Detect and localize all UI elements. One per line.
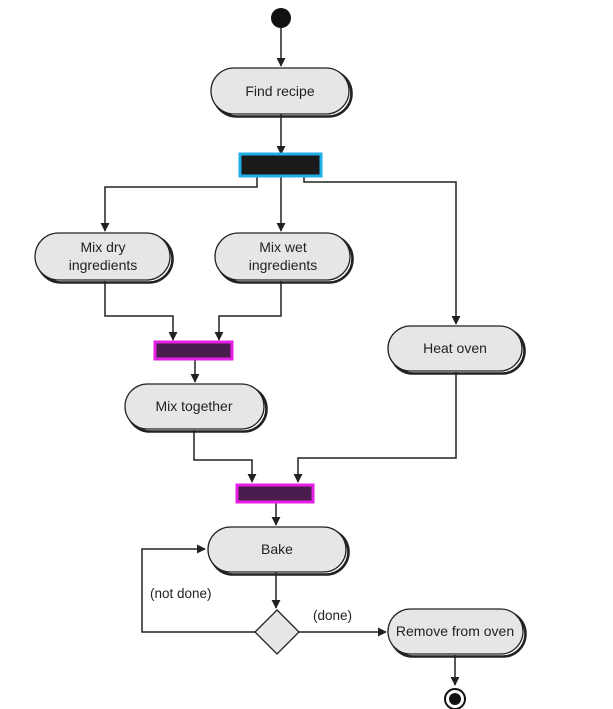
guard-not-done: (not done) [150,586,212,601]
decision-node [254,609,300,655]
control-flows [100,28,461,686]
flow-mix-wet-to-join [214,281,282,341]
activity-mix-together: Mix together [124,383,268,433]
activity-mix-wet-ingredients: Mix wet ingredients [214,232,354,284]
activity-label-line-1: Mix wet [259,239,307,255]
initial-node [271,8,291,28]
guard-done: (done) [313,608,352,623]
activity-label: Mix together [155,398,232,414]
activity-label-line-1: Mix dry [80,239,125,255]
activity-mix-dry-ingredients: Mix dry ingredients [34,232,174,284]
activity-label: Bake [261,541,293,557]
activity-label: Heat oven [423,340,487,356]
activity-label: Remove from oven [396,623,514,639]
flow-mix-dry-to-join [104,281,178,341]
activity-bake: Bake [207,526,350,576]
flow-fork-to-mix-dry [100,176,258,232]
join-bar-bake [235,483,315,504]
final-node [444,688,466,709]
activity-label-line-2: ingredients [69,257,138,273]
flow-heat-oven-to-join [293,372,457,483]
activity-label: Find recipe [245,83,314,99]
activity-heat-oven: Heat oven [387,325,526,375]
flow-not-done-loop [141,544,255,633]
join-bar-mix [153,340,234,361]
fork-bar [238,152,323,178]
activity-label-line-2: ingredients [249,257,318,273]
activity-find-recipe: Find recipe [210,67,353,118]
activity-remove-from-oven: Remove from oven [387,608,527,658]
flow-fork-to-heat-oven [303,176,461,325]
flow-mix-together-to-join [193,430,257,483]
